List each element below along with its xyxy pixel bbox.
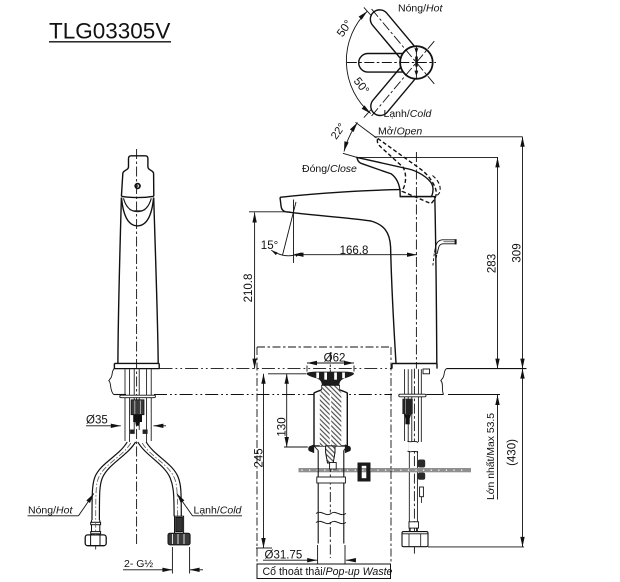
svg-text:Nóng/Hot: Nóng/Hot <box>398 3 443 15</box>
svg-text:Ø35: Ø35 <box>86 414 108 426</box>
svg-text:Lớn nhất/Max 53.5: Lớn nhất/Max 53.5 <box>485 413 497 500</box>
svg-text:210.8: 210.8 <box>243 274 255 303</box>
svg-text:TLG03305V: TLG03305V <box>49 19 170 44</box>
svg-text:130: 130 <box>277 417 289 436</box>
svg-text:Cổ thoát thải/Pop-up Waste: Cổ thoát thải/Pop-up Waste <box>263 566 393 578</box>
svg-text:15°: 15° <box>261 240 278 252</box>
svg-text:2- G½: 2- G½ <box>124 558 153 570</box>
svg-text:Lạnh/Cold: Lạnh/Cold <box>384 108 433 120</box>
svg-text:Đóng/Close: Đóng/Close <box>302 163 357 175</box>
svg-text:Nóng/Hot: Nóng/Hot <box>28 505 73 517</box>
svg-text:Lạnh/Cold: Lạnh/Cold <box>194 505 243 517</box>
svg-text:Ø31.75: Ø31.75 <box>265 549 303 561</box>
svg-text:166.8: 166.8 <box>340 245 369 257</box>
svg-text:245: 245 <box>253 448 265 467</box>
svg-text:Mở/Open: Mở/Open <box>378 126 422 138</box>
svg-text:309: 309 <box>511 243 523 262</box>
svg-text:Ø62: Ø62 <box>324 353 346 365</box>
svg-text:283: 283 <box>487 254 499 273</box>
svg-text:(430): (430) <box>506 439 518 466</box>
